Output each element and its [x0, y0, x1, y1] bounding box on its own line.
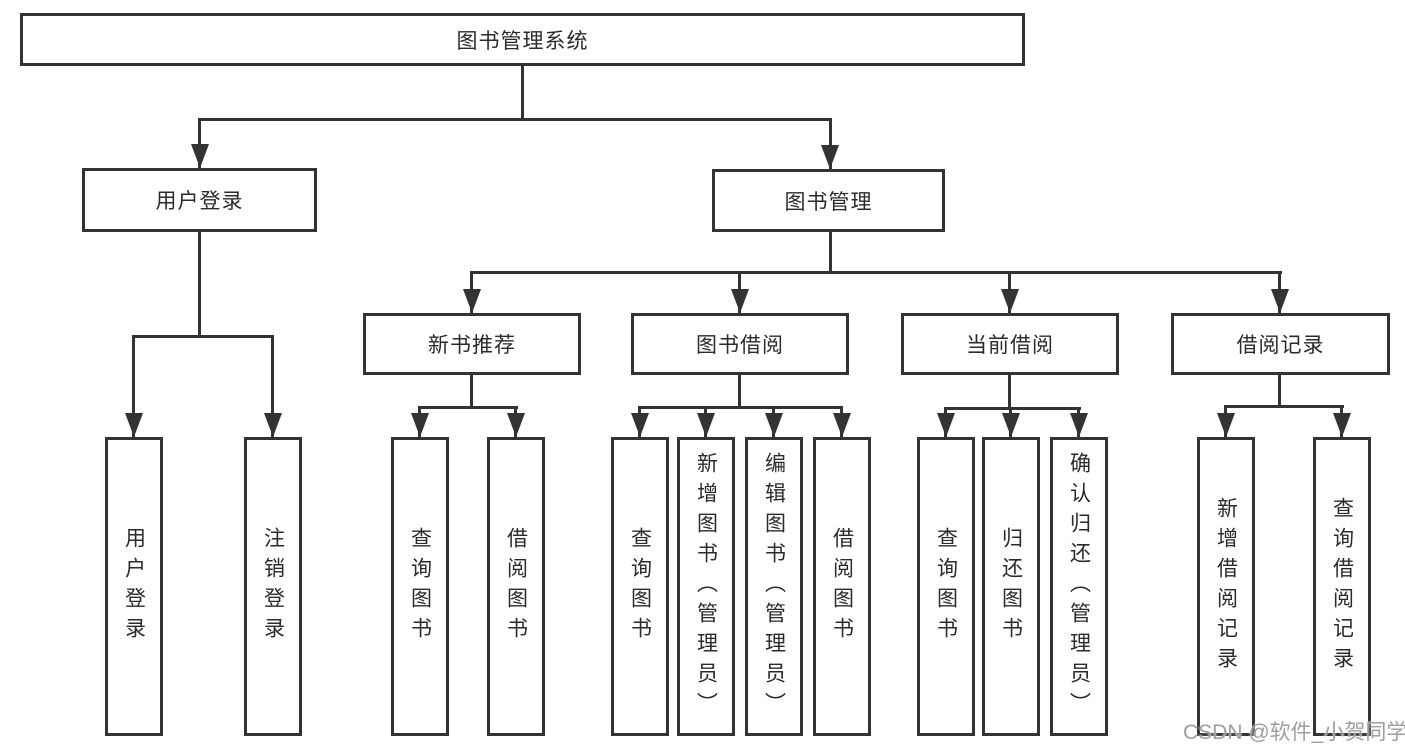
node-user-login: 用户登录: [82, 168, 317, 232]
connector-borrowing-stem: [738, 375, 741, 408]
connector-book-management-stem: [829, 232, 832, 274]
arrowhead-bor-edit-books: [765, 413, 783, 437]
connector-to-leaf-user-login: [132, 335, 135, 437]
leaf-label: 查询图书: [628, 526, 652, 647]
node-library-management-system: 图书管理系统: [20, 13, 1025, 66]
leaf-logout: 注销登录: [244, 437, 302, 736]
arrowhead-bor-add-books: [697, 413, 715, 437]
connector-current-rail: [944, 407, 1081, 410]
node-book-borrowing: 图书借阅: [631, 313, 849, 375]
arrowhead-leaf-logout: [264, 413, 282, 437]
arrowhead-user-login: [191, 144, 209, 168]
leaf-label: 查询图书: [408, 526, 432, 647]
connector-to-book-management: [829, 118, 832, 169]
arrowhead-recd-add-record: [1217, 413, 1235, 437]
leaf-label: 确认归还（管理员）: [1067, 451, 1091, 722]
leaf-label: 新增图书（管理员）: [694, 451, 718, 722]
arrowhead-new-book-recommendation: [463, 289, 481, 313]
leaf-user-login: 用户登录: [105, 437, 163, 736]
arrowhead-current-borrowing: [1001, 289, 1019, 313]
leaf-label: 借阅图书: [830, 526, 854, 647]
leaf-label: 查询图书: [934, 526, 958, 647]
leaf-cur-return-books: 归还图书: [982, 437, 1040, 736]
arrowhead-recd-query-record: [1333, 413, 1351, 437]
leaf-label: 用户登录: [122, 526, 146, 647]
connector-to-user-login: [198, 118, 201, 168]
node-book-management: 图书管理: [712, 169, 945, 232]
leaf-recd-add-borrow-record: 新增借阅记录: [1197, 437, 1255, 736]
connector-user-login-rail: [132, 335, 274, 338]
arrowhead-book-management: [821, 145, 839, 169]
connector-recommendation-stem: [470, 375, 473, 408]
leaf-label: 编辑图书（管理员）: [762, 451, 786, 722]
connector-records-rail: [1224, 405, 1344, 408]
node-new-book-recommendation: 新书推荐: [363, 313, 581, 375]
arrowhead-cur-query-books: [937, 413, 955, 437]
leaf-recd-query-borrow-record: 查询借阅记录: [1313, 437, 1371, 736]
connector-current-stem: [1008, 375, 1011, 409]
leaf-cur-confirm-return-admin: 确认归还（管理员）: [1050, 437, 1108, 736]
arrowhead-borrowing-records: [1271, 289, 1289, 313]
arrowhead-cur-return-books: [1002, 413, 1020, 437]
leaf-label: 借阅图书: [504, 526, 528, 647]
leaf-bor-edit-books-admin: 编辑图书（管理员）: [745, 437, 803, 736]
connector-borrowing-rail: [638, 406, 843, 409]
connector-level2-rail: [199, 118, 832, 121]
connector-level3-rail: [471, 271, 1282, 274]
arrowhead-bor-borrow-books: [833, 413, 851, 437]
leaf-label: 注销登录: [261, 526, 285, 647]
arrowhead-rec-query-books: [411, 413, 429, 437]
connector-records-stem: [1278, 375, 1281, 407]
connector-user-login-stem: [198, 232, 201, 335]
arrowhead-leaf-user-login: [125, 413, 143, 437]
leaf-bor-add-books-admin: 新增图书（管理员）: [677, 437, 735, 736]
node-current-borrowing: 当前借阅: [901, 313, 1119, 375]
leaf-label: 查询借阅记录: [1330, 496, 1354, 677]
arrowhead-cur-confirm-return: [1070, 413, 1088, 437]
leaf-bor-query-books: 查询图书: [611, 437, 669, 736]
connector-root-stem: [521, 66, 524, 118]
leaf-bor-borrow-books: 借阅图书: [813, 437, 871, 736]
leaf-cur-query-books: 查询图书: [917, 437, 975, 736]
arrowhead-rec-borrow-books: [507, 413, 525, 437]
leaf-label: 归还图书: [999, 526, 1023, 647]
leaf-label: 新增借阅记录: [1214, 496, 1238, 677]
connector-to-leaf-logout: [271, 335, 274, 437]
leaf-rec-query-books: 查询图书: [391, 437, 449, 736]
node-borrowing-records: 借阅记录: [1171, 313, 1390, 375]
arrowhead-book-borrowing: [731, 289, 749, 313]
connector-recommendation-rail: [419, 406, 518, 409]
leaf-rec-borrow-books: 借阅图书: [487, 437, 545, 736]
csdn-watermark: CSDN @软件_小贺同学: [1183, 721, 1405, 744]
arrowhead-bor-query-books: [631, 413, 649, 437]
